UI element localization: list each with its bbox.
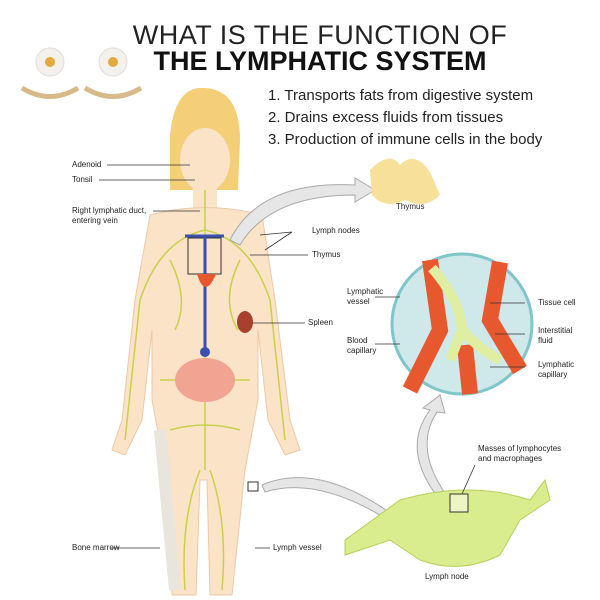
label-right-duct: Right lymphatic duct,entering vein [72, 206, 146, 226]
title-line-2: THE LYMPHATIC SYSTEM [153, 46, 487, 76]
label-bone-marrow: Bone marrow [72, 543, 120, 552]
leader-lines [99, 164, 525, 549]
earring-left-image [20, 47, 80, 99]
label-thymus-detail: Thymus [396, 202, 425, 211]
label-text: entering vein [72, 216, 118, 225]
label-spleen: Spleen [308, 318, 333, 327]
label-lymph-vessel: Lymph vessel [273, 543, 322, 552]
label-tissue-cell: Tissue cell [538, 298, 576, 307]
label-text: fluid [538, 336, 553, 345]
label-text: Masses of lymphocytes [478, 444, 562, 453]
label-text: Lymphatic [347, 287, 384, 296]
lymph-node-image [344, 478, 551, 567]
label-lymph-node: Lymph node [425, 572, 469, 581]
human-body-figure [111, 87, 301, 596]
function-item: 2. Drains excess fluids from tissues [268, 109, 504, 126]
label-text: Lymphatic [538, 360, 575, 369]
label-adenoid: Adenoid [72, 160, 102, 169]
label-text: Blood [347, 336, 368, 345]
label-text: capillary [347, 346, 377, 355]
function-item: 1. Transports fats from digestive system [268, 87, 534, 104]
label-text: and macrophages [478, 454, 543, 463]
label-thymus: Thymus [312, 250, 341, 259]
thymus-detail-image [370, 158, 440, 204]
label-text: capillary [538, 370, 568, 379]
tissue-cross-section [390, 252, 534, 396]
label-text: Interstitial [538, 326, 573, 335]
function-item: 3. Production of immune cells in the bod… [268, 131, 543, 148]
label-text: vessel [347, 297, 370, 306]
tissue-arrow [416, 394, 452, 501]
label-lymph-nodes: Lymph nodes [312, 226, 360, 235]
earring-right-image [83, 47, 143, 99]
title-line-1: WHAT IS THE FUNCTION OF [132, 20, 508, 50]
label-text: Right lymphatic duct, [72, 206, 147, 215]
label-tonsil: Tonsil [72, 175, 93, 184]
